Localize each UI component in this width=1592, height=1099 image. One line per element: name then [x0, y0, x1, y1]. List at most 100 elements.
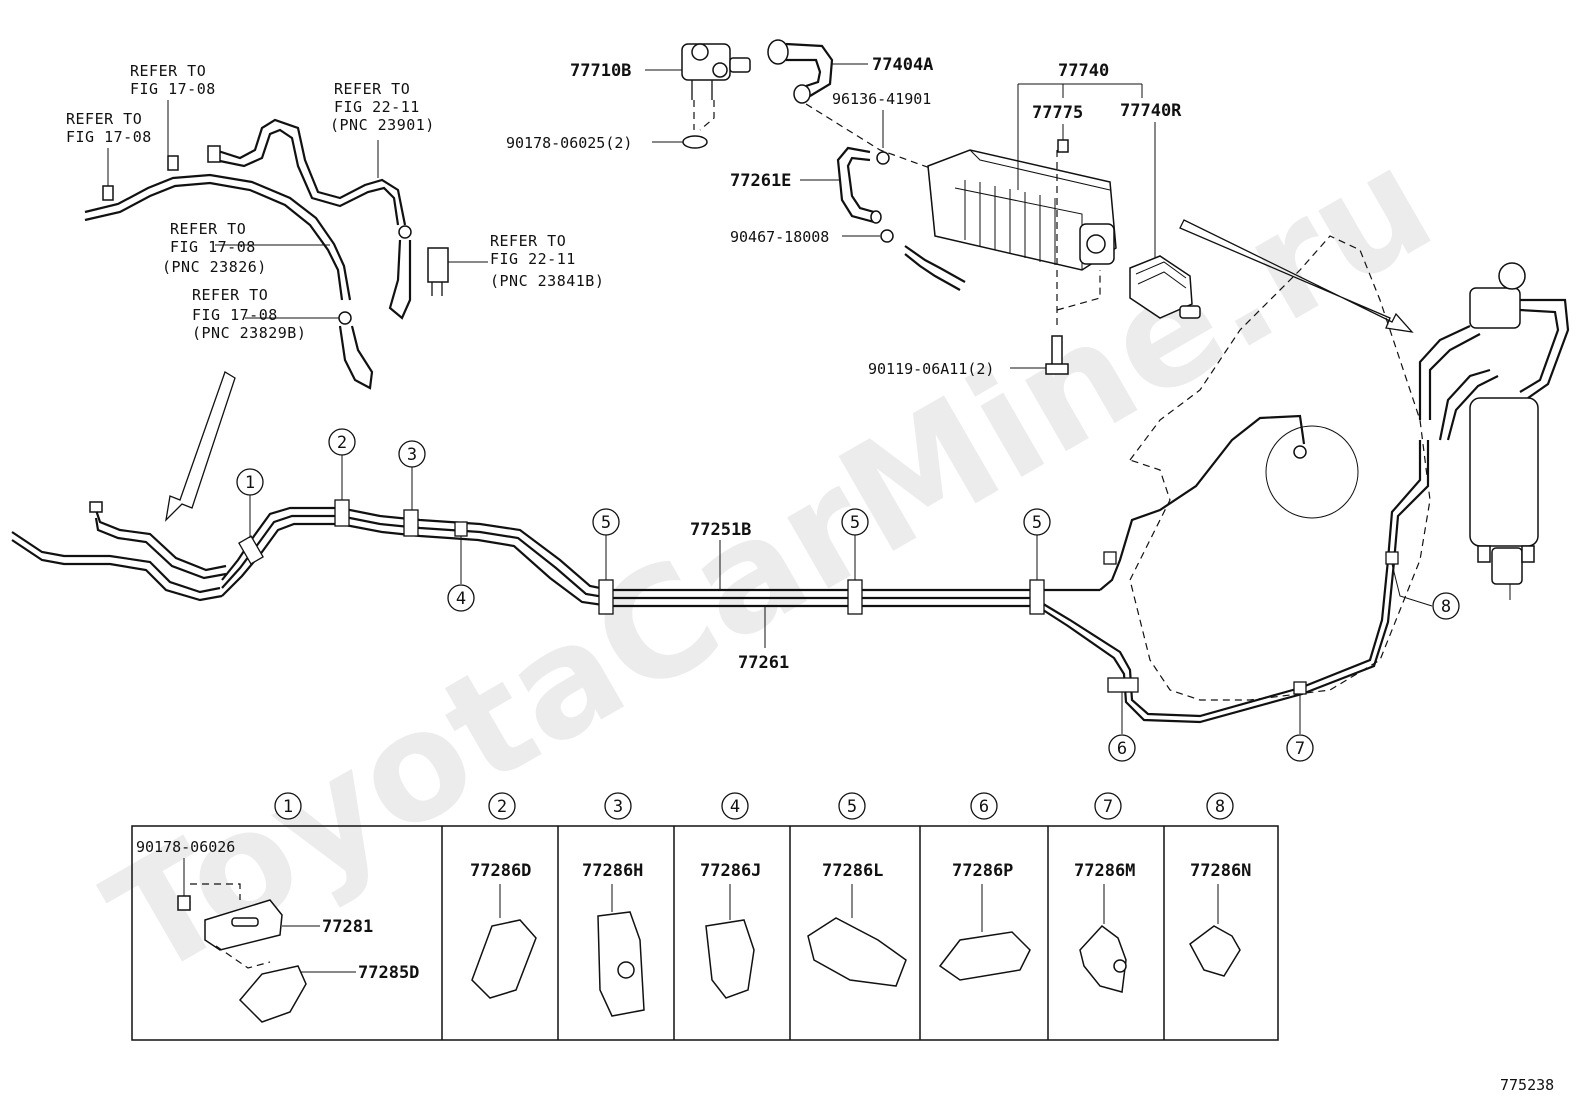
reference-texts: REFER TO FIG 17-08 REFER TO FIG 17-08 RE… [66, 62, 604, 342]
label-77251B: 77251B [690, 520, 751, 540]
callout-circles: 1 2 3 4 5 5 5 6 7 8 [236, 428, 1460, 762]
ref4-line2: FIG 17-08 [170, 238, 256, 256]
clip-77286M-shape [1079, 924, 1127, 993]
direction-arrow-right [1179, 219, 1414, 333]
clip-tank-connector [1103, 551, 1117, 565]
legend-header-4: 4 [730, 797, 740, 817]
legend-header-1: 1 [283, 797, 293, 817]
legend-header-6: 6 [979, 797, 989, 817]
legend-header-8: 8 [1215, 797, 1225, 817]
clip-5c [1029, 579, 1045, 615]
ref1-line1: REFER TO [130, 62, 206, 80]
clip-5b [847, 579, 863, 615]
fuel-tank-outline [1129, 235, 1431, 701]
reference-hoses-group [84, 100, 488, 390]
ref-clip-b [102, 185, 114, 201]
clip-77286J-shape [705, 919, 755, 999]
ref6-line3: (PNC 23829B) [192, 324, 306, 342]
clip-77286N-shape [1189, 925, 1241, 977]
grommet-90178-06025 [682, 135, 708, 149]
figure-number: 775238 [1500, 1076, 1554, 1094]
ref1-line2: FIG 17-08 [130, 80, 216, 98]
legend-77286L: 77286L [822, 861, 883, 881]
clip-legend-table: 1 2 3 4 5 6 7 8 90178-06026 77281 77285D… [131, 792, 1279, 1041]
ref-clip-a [167, 155, 179, 171]
clip-77286L-shape [807, 917, 907, 987]
charcoal-canister-77740 [927, 149, 1117, 271]
legend-77281: 77281 [322, 917, 373, 937]
legend-90178-06026: 90178-06026 [136, 838, 235, 856]
clip-96136-41901 [876, 151, 890, 165]
callout-7: 7 [1295, 739, 1305, 759]
callout-5c: 5 [1032, 513, 1042, 533]
ref2-line2: FIG 17-08 [66, 128, 152, 146]
label-77740: 77740 [1058, 61, 1109, 81]
ref3-line1: REFER TO [334, 80, 410, 98]
callout-5a: 5 [601, 513, 611, 533]
ref5-line1: REFER TO [490, 232, 566, 250]
legend-clamp-shape [238, 965, 307, 1023]
legend-77286N: 77286N [1190, 861, 1251, 881]
legend-77286J: 77286J [700, 861, 761, 881]
label-96136-41901: 96136-41901 [832, 90, 931, 108]
clip-2 [334, 499, 350, 527]
label-77710B: 77710B [570, 61, 631, 81]
legend-77286M: 77286M [1074, 861, 1135, 881]
clip-8 [1385, 551, 1399, 565]
ref4-line1: REFER TO [170, 220, 246, 238]
clip-1 [238, 535, 264, 565]
clip-7 [1293, 681, 1307, 695]
legend-77285D: 77285D [358, 963, 419, 983]
label-77261E: 77261E [730, 171, 791, 191]
bolt-90119-06A11 [1045, 335, 1069, 375]
ref3-line3: (PNC 23901) [330, 116, 435, 134]
ref4-line3: (PNC 23826) [162, 258, 267, 276]
legend-header-3: 3 [613, 797, 623, 817]
clip-90467-18008 [880, 229, 894, 243]
ref5-line3: (PNC 23841B) [490, 272, 604, 290]
clip-3 [403, 509, 419, 537]
vsv-valve-77710B [681, 43, 751, 100]
watermark: ToyotaCarMine.ru [81, 115, 1460, 1011]
label-77740R: 77740R [1120, 101, 1182, 121]
cover-77740R [1129, 255, 1201, 319]
clip-5a [598, 579, 614, 615]
clip-77286D-shape [471, 919, 537, 999]
ref2-line1: REFER TO [66, 110, 142, 128]
direction-arrow-left [165, 371, 236, 522]
legend-77286D: 77286D [470, 861, 531, 881]
label-90178-06025: 90178-06025(2) [506, 134, 632, 152]
legend-77286P: 77286P [952, 861, 1013, 881]
legend-bolt-shape [177, 895, 191, 911]
callout-5b: 5 [850, 513, 860, 533]
label-77775: 77775 [1032, 103, 1083, 123]
legend-77286H: 77286H [582, 861, 643, 881]
legend-header-7: 7 [1103, 797, 1113, 817]
label-77261: 77261 [738, 653, 789, 673]
callout-3: 3 [407, 445, 417, 465]
callout-2: 2 [337, 433, 347, 453]
main-pipes [11, 414, 1430, 724]
callout-1: 1 [245, 473, 255, 493]
callout-8: 8 [1441, 597, 1451, 617]
label-90119-06A11: 90119-06A11(2) [868, 360, 994, 378]
hose-77261E [836, 146, 882, 224]
hose-77404A [767, 39, 834, 104]
ref6-line2: FIG 17-08 [192, 306, 278, 324]
label-77404A: 77404A [872, 55, 933, 75]
callout-leaders [249, 455, 1433, 734]
ref3-line2: FIG 22-11 [334, 98, 420, 116]
filter-77775 [1057, 139, 1069, 153]
clip-77286P-shape [938, 931, 1031, 981]
legend-header-2: 2 [497, 797, 507, 817]
label-90467-18008: 90467-18008 [730, 228, 829, 246]
callout-6: 6 [1117, 739, 1127, 759]
ref6-line1: REFER TO [192, 286, 268, 304]
legend-header-5: 5 [847, 797, 857, 817]
callout-4: 4 [456, 589, 466, 609]
clip-4 [454, 521, 468, 537]
ref5-line2: FIG 22-11 [490, 250, 576, 268]
fuel-pump-assembly-right [1418, 262, 1570, 600]
clip-6 [1107, 677, 1139, 693]
